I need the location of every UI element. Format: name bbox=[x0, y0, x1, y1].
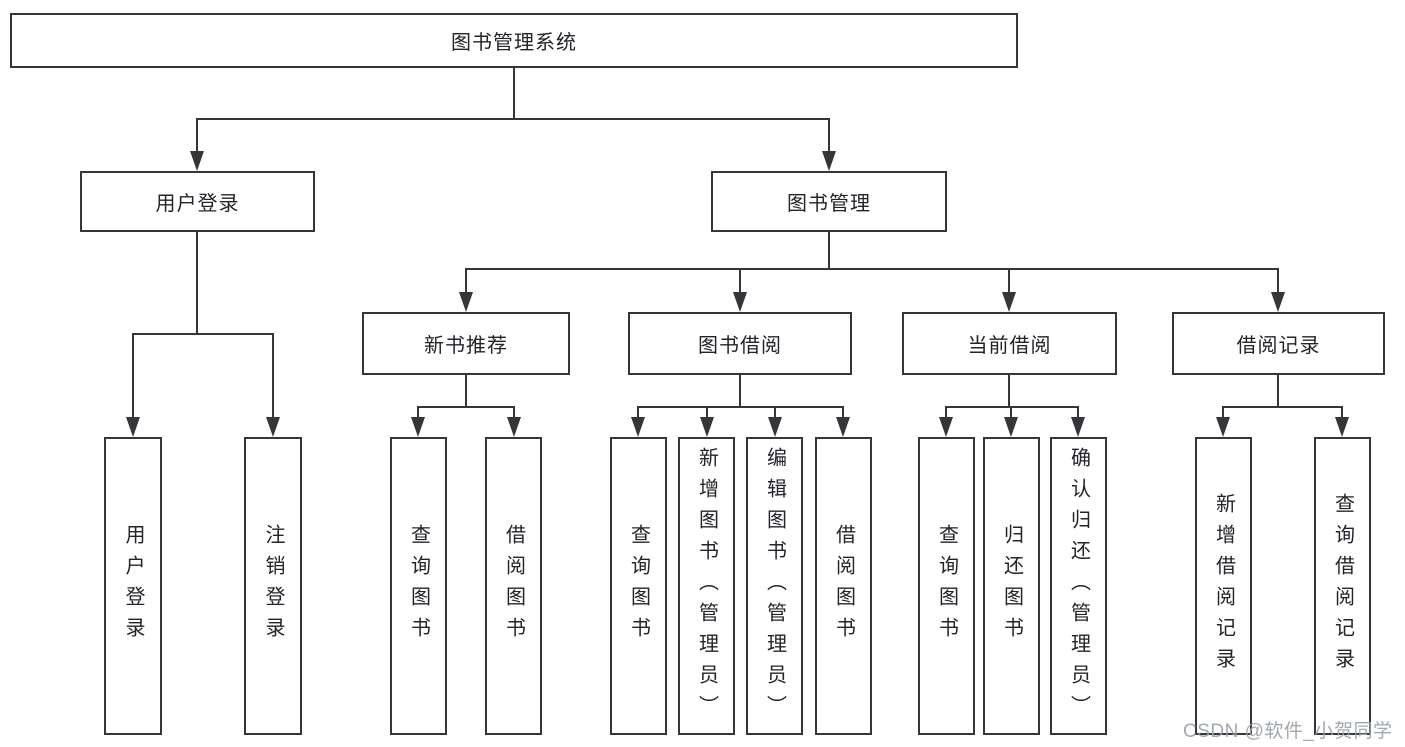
node-label: 用户登录 bbox=[155, 193, 240, 215]
connector-book-borrowing-rail bbox=[637, 406, 844, 408]
leaf-label: 查询图书 bbox=[407, 524, 430, 648]
arrow-bb-borrow-books bbox=[836, 406, 850, 437]
connector-new-book-stem bbox=[465, 375, 467, 408]
leaf-bb-add-books-admin: 新增图书（管理员） bbox=[678, 437, 735, 735]
leaf-logout: 注销登录 bbox=[244, 437, 302, 735]
leaf-br-query-borrow-record: 查询借阅记录 bbox=[1314, 437, 1371, 735]
node-label: 图书借阅 bbox=[698, 335, 782, 357]
node-label: 图书管理 bbox=[787, 193, 871, 215]
arrow-br-query-record bbox=[1335, 406, 1349, 437]
node-label: 图书管理系统 bbox=[451, 32, 577, 54]
leaf-label: 借阅图书 bbox=[832, 524, 855, 648]
connector-current-borrowing-rail bbox=[945, 406, 1079, 408]
leaf-br-add-borrow-record: 新增借阅记录 bbox=[1195, 437, 1252, 735]
arrow-br-add-record bbox=[1216, 406, 1230, 437]
node-new-book-recommend: 新书推荐 bbox=[362, 312, 570, 375]
node-label: 新书推荐 bbox=[424, 335, 508, 357]
connector-user-login-stem bbox=[196, 232, 198, 335]
leaf-user-login: 用户登录 bbox=[104, 437, 162, 735]
arrow-to-leaf-logout bbox=[266, 333, 280, 437]
arrow-cb-return-books bbox=[1004, 406, 1018, 437]
node-book-management: 图书管理 bbox=[711, 171, 947, 232]
node-library-management-system: 图书管理系统 bbox=[10, 13, 1018, 68]
csdn-watermark: CSDN @软件_小贺同学 bbox=[1183, 721, 1393, 742]
leaf-label: 注销登录 bbox=[262, 524, 284, 648]
connector-root-stem bbox=[513, 68, 515, 120]
connector-borrowing-records-rail bbox=[1222, 406, 1343, 408]
arrow-to-user-login bbox=[190, 118, 204, 171]
leaf-label: 借阅图书 bbox=[502, 524, 525, 648]
leaf-cb-return-books: 归还图书 bbox=[983, 437, 1040, 735]
connector-book-management-rail bbox=[465, 268, 1279, 270]
leaf-cb-query-books: 查询图书 bbox=[918, 437, 975, 735]
node-label: 借阅记录 bbox=[1236, 335, 1321, 357]
arrow-nb-query-books bbox=[411, 406, 425, 437]
leaf-bb-query-books: 查询图书 bbox=[610, 437, 667, 735]
leaf-label: 查询图书 bbox=[935, 524, 958, 648]
connector-new-book-rail bbox=[417, 406, 515, 408]
leaf-label: 确认归还（管理员） bbox=[1067, 446, 1090, 726]
connector-user-login-rail bbox=[132, 333, 274, 335]
node-user-login-group: 用户登录 bbox=[80, 171, 315, 232]
connector-borrowing-records-stem bbox=[1277, 375, 1279, 408]
arrow-to-new-book-recommend bbox=[459, 268, 473, 312]
arrow-to-current-borrowing bbox=[1002, 268, 1016, 312]
leaf-label: 新增借阅记录 bbox=[1212, 493, 1235, 679]
leaf-bb-edit-books-admin: 编辑图书（管理员） bbox=[746, 437, 803, 735]
leaf-label: 用户登录 bbox=[122, 524, 144, 648]
connector-book-borrowing-stem bbox=[739, 375, 741, 408]
connector-current-borrowing-stem bbox=[1008, 375, 1010, 408]
arrow-cb-query-books bbox=[939, 406, 953, 437]
leaf-cb-confirm-return-admin: 确认归还（管理员） bbox=[1050, 437, 1107, 735]
leaf-label: 查询图书 bbox=[627, 524, 650, 648]
leaf-label: 新增图书（管理员） bbox=[695, 446, 718, 726]
arrow-to-borrowing-records bbox=[1271, 268, 1285, 312]
leaf-label: 归还图书 bbox=[1000, 524, 1023, 648]
arrow-nb-borrow-books bbox=[507, 406, 521, 437]
node-current-borrowing: 当前借阅 bbox=[902, 312, 1117, 375]
node-borrowing-records: 借阅记录 bbox=[1172, 312, 1385, 375]
leaf-label: 编辑图书（管理员） bbox=[763, 446, 786, 726]
leaf-nb-borrow-books: 借阅图书 bbox=[485, 437, 542, 735]
arrow-to-leaf-user-login bbox=[126, 333, 140, 437]
arrow-to-book-borrowing bbox=[733, 268, 747, 312]
arrow-bb-query-books bbox=[631, 406, 645, 437]
arrow-to-book-management bbox=[822, 118, 836, 171]
arrow-bb-edit-books bbox=[768, 406, 782, 437]
connector-book-management-stem bbox=[828, 232, 830, 270]
arrow-cb-confirm-return bbox=[1071, 406, 1085, 437]
leaf-bb-borrow-books: 借阅图书 bbox=[815, 437, 872, 735]
node-label: 当前借阅 bbox=[967, 335, 1052, 357]
leaf-nb-query-books: 查询图书 bbox=[390, 437, 447, 735]
leaf-label: 查询借阅记录 bbox=[1331, 493, 1354, 679]
arrow-bb-add-books bbox=[700, 406, 714, 437]
node-book-borrowing: 图书借阅 bbox=[628, 312, 852, 375]
connector-root-rail bbox=[196, 118, 830, 120]
